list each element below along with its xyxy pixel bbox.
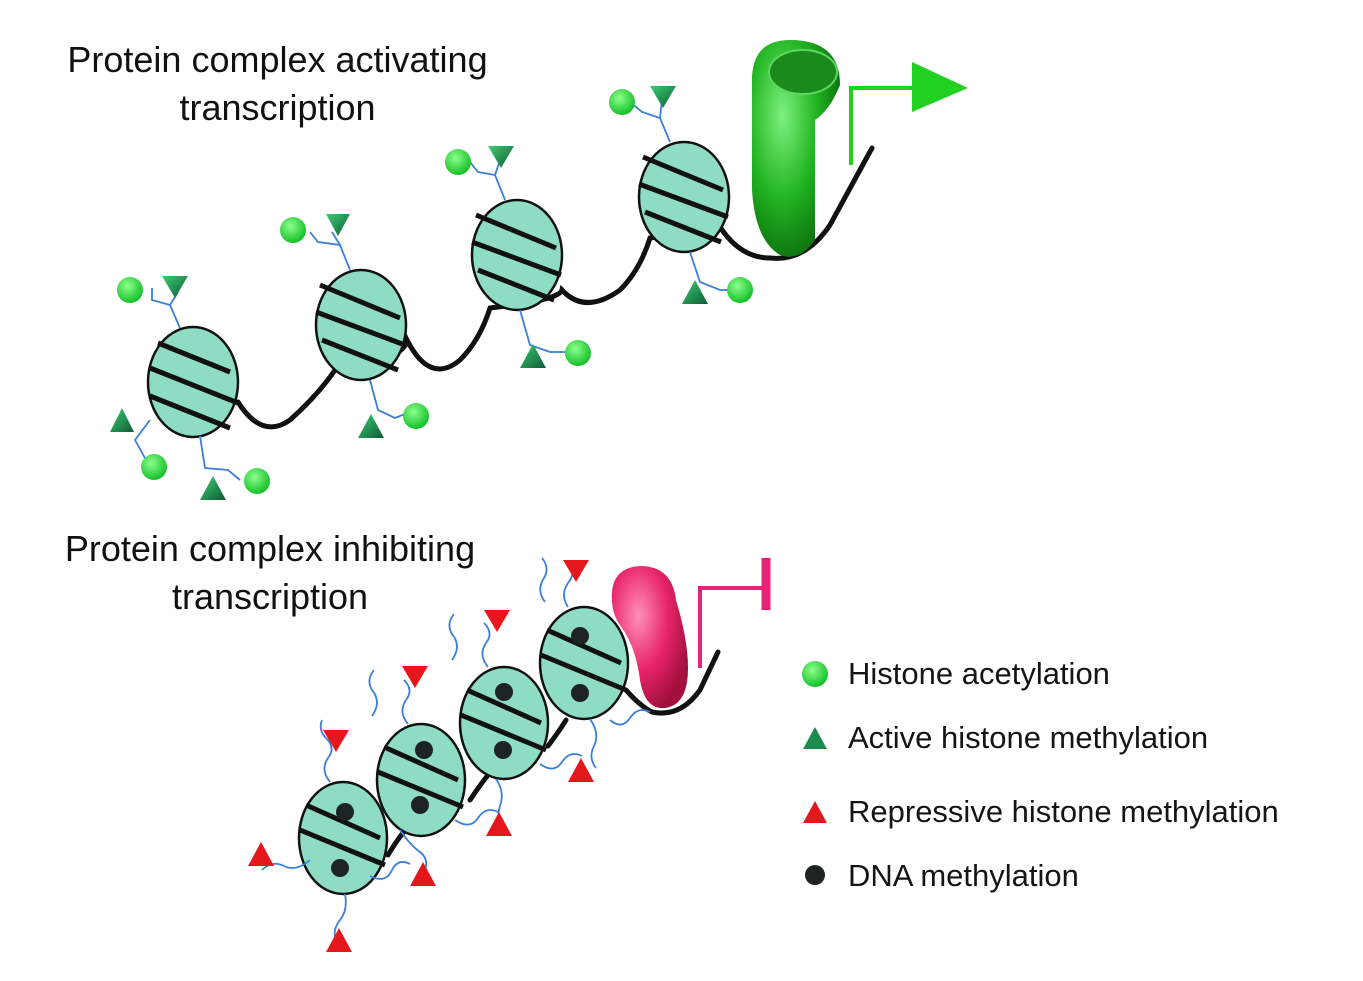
acetylation-marks <box>117 89 753 494</box>
nucleosome <box>314 268 408 382</box>
green-triangle-icon <box>800 723 830 753</box>
nucleosome <box>470 198 564 312</box>
activating-label-line2: transcription <box>179 87 376 128</box>
dna-methylation-mark <box>331 859 349 877</box>
nucleosome <box>297 780 389 896</box>
red-triangle-icon <box>800 797 830 827</box>
dna-strand-bottom <box>385 649 721 858</box>
nucleosome <box>458 665 550 781</box>
transcription-arrow <box>849 62 968 165</box>
activating-chromatin <box>110 40 968 500</box>
legend-label: DNA methylation <box>848 858 1079 893</box>
green-circle-icon <box>800 659 830 689</box>
nucleosome <box>538 605 630 721</box>
dna-methylation-mark <box>494 741 512 759</box>
repressor-protein-complex <box>611 566 688 709</box>
dna-methylation-mark <box>411 796 429 814</box>
legend-label: Repressive histone methylation <box>848 794 1279 829</box>
black-dot-icon <box>800 861 830 891</box>
activating-label-line1: Protein complex activating <box>67 39 488 80</box>
activator-protein-complex <box>751 40 840 257</box>
activating-label: Protein complex activating transcription <box>30 36 525 132</box>
legend-item-histone-acetylation: Histone acetylation <box>800 654 1110 694</box>
dna-methylation-mark <box>495 683 513 701</box>
dna-methylation-mark <box>415 741 433 759</box>
inhibiting-chromatin <box>248 557 771 952</box>
inhibiting-label-line2: transcription <box>171 576 369 617</box>
legend-item-active-methylation: Active histone methylation <box>800 718 1208 758</box>
legend-item-repressive-methylation: Repressive histone methylation <box>800 792 1279 832</box>
nucleosome <box>375 722 467 838</box>
inhibiting-label-line1: Protein complex inhibiting <box>64 528 476 569</box>
legend-label: Histone acetylation <box>848 656 1110 691</box>
legend-item-dna-methylation: DNA methylation <box>800 856 1079 896</box>
dna-methylation-mark <box>571 684 589 702</box>
dna-methylation-mark <box>571 627 589 645</box>
legend-label: Active histone methylation <box>848 720 1209 755</box>
repression-bar <box>698 558 771 668</box>
nucleosome <box>146 325 240 439</box>
nucleosome <box>637 140 731 254</box>
dna-methylation-mark <box>336 803 354 821</box>
repressive-methylation-marks <box>248 560 594 952</box>
active-methylation-marks <box>110 86 708 500</box>
inhibiting-label: Protein complex inhibiting transcription <box>30 525 510 621</box>
